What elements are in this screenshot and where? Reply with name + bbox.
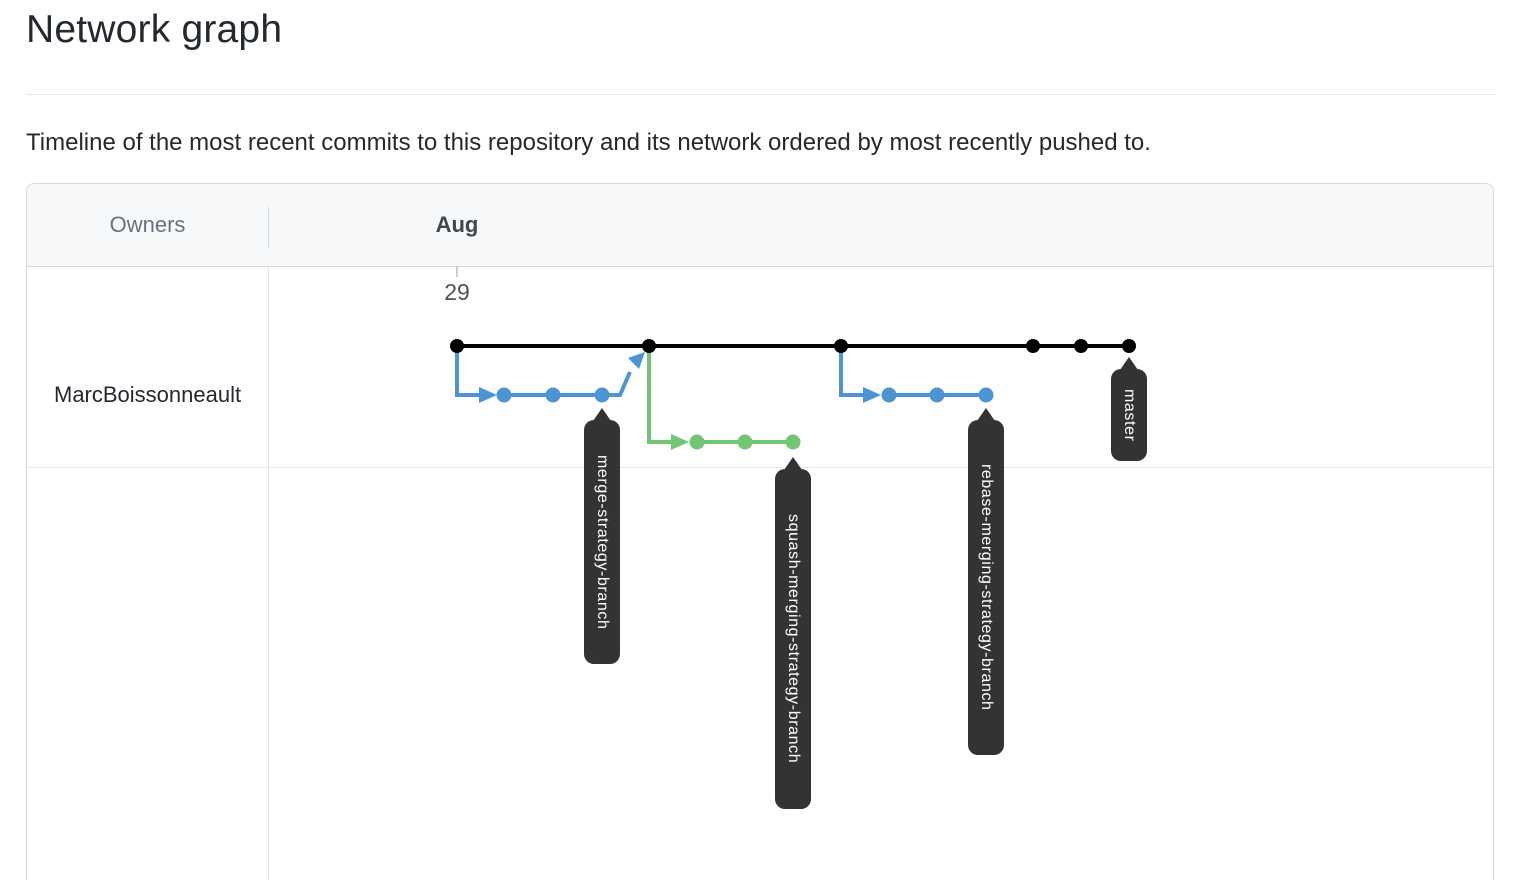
branch-fork-squash-merging-strategy-branch [647, 346, 671, 444]
body-column-divider [268, 266, 269, 880]
branch-fork-merge-strategy-branch [455, 346, 479, 397]
commit-dot-master[interactable] [1074, 339, 1088, 353]
day-tick-mark [456, 266, 458, 277]
page-description: Timeline of the most recent commits to t… [26, 129, 1151, 156]
month-header: Aug [435, 212, 479, 237]
branch-tag-pointer [593, 408, 611, 421]
owner-name[interactable]: MarcBoissonneault [54, 382, 242, 407]
panel-header: Owners Aug [27, 184, 1493, 267]
commit-dot-merge-strategy-branch[interactable] [545, 387, 561, 403]
commit-dot-squash-merging-strategy-branch[interactable] [785, 434, 801, 450]
day-tick-label: 29 [444, 279, 470, 305]
owners-column-header: Owners [109, 212, 186, 237]
branch-tag-squash-merging-strategy-branch[interactable]: squash-merging-strategy-branch [775, 457, 811, 809]
commit-dot-rebase-merging-strategy-branch[interactable] [978, 387, 994, 403]
commit-dot-rebase-merging-strategy-branch[interactable] [929, 387, 945, 403]
page-title: Network graph [26, 8, 283, 51]
commit-dot-master[interactable] [642, 339, 656, 353]
commit-dot-master[interactable] [450, 339, 464, 353]
commit-dot-squash-merging-strategy-branch[interactable] [689, 434, 705, 450]
branch-arrow-rebase-merging-strategy-branch [863, 387, 881, 403]
commit-dot-master[interactable] [1026, 339, 1040, 353]
commit-graph [450, 339, 1136, 450]
branch-tag-pointer [977, 408, 995, 421]
branch-tag-label: squash-merging-strategy-branch [785, 514, 802, 764]
branch-tag-rebase-merging-strategy-branch[interactable]: rebase-merging-strategy-branch [968, 408, 1004, 755]
branch-merge-arrow-merge-strategy-branch [628, 352, 645, 369]
branch-tag-label: merge-strategy-branch [594, 454, 611, 630]
network-graph-panel: Owners Aug 29 MarcBoissonneault merge-st… [26, 183, 1494, 880]
title-divider [26, 94, 1495, 95]
branch-arrow-squash-merging-strategy-branch [671, 434, 689, 450]
branch-arrow-merge-strategy-branch [479, 387, 497, 403]
branch-tag-pointer [1120, 357, 1138, 370]
branch-tag-pointer [784, 457, 802, 470]
commit-dot-merge-strategy-branch[interactable] [594, 387, 610, 403]
branch-tag-label: master [1121, 388, 1138, 442]
owner-row-divider [27, 467, 1493, 468]
branch-tag-label: rebase-merging-strategy-branch [978, 464, 995, 711]
branch-fork-rebase-merging-strategy-branch [839, 346, 863, 397]
commit-dot-merge-strategy-branch[interactable] [496, 387, 512, 403]
branch-tags-layer: merge-strategy-branch squash-merging-stra… [27, 184, 1493, 880]
commit-dot-master[interactable] [834, 339, 848, 353]
branch-tag-master[interactable]: master [1111, 357, 1147, 461]
commit-dot-rebase-merging-strategy-branch[interactable] [881, 387, 897, 403]
commit-dot-squash-merging-strategy-branch[interactable] [737, 434, 753, 450]
commit-dot-master[interactable] [1122, 339, 1136, 353]
header-column-divider [268, 207, 269, 248]
branch-tag-merge-strategy-branch[interactable]: merge-strategy-branch [584, 408, 620, 664]
